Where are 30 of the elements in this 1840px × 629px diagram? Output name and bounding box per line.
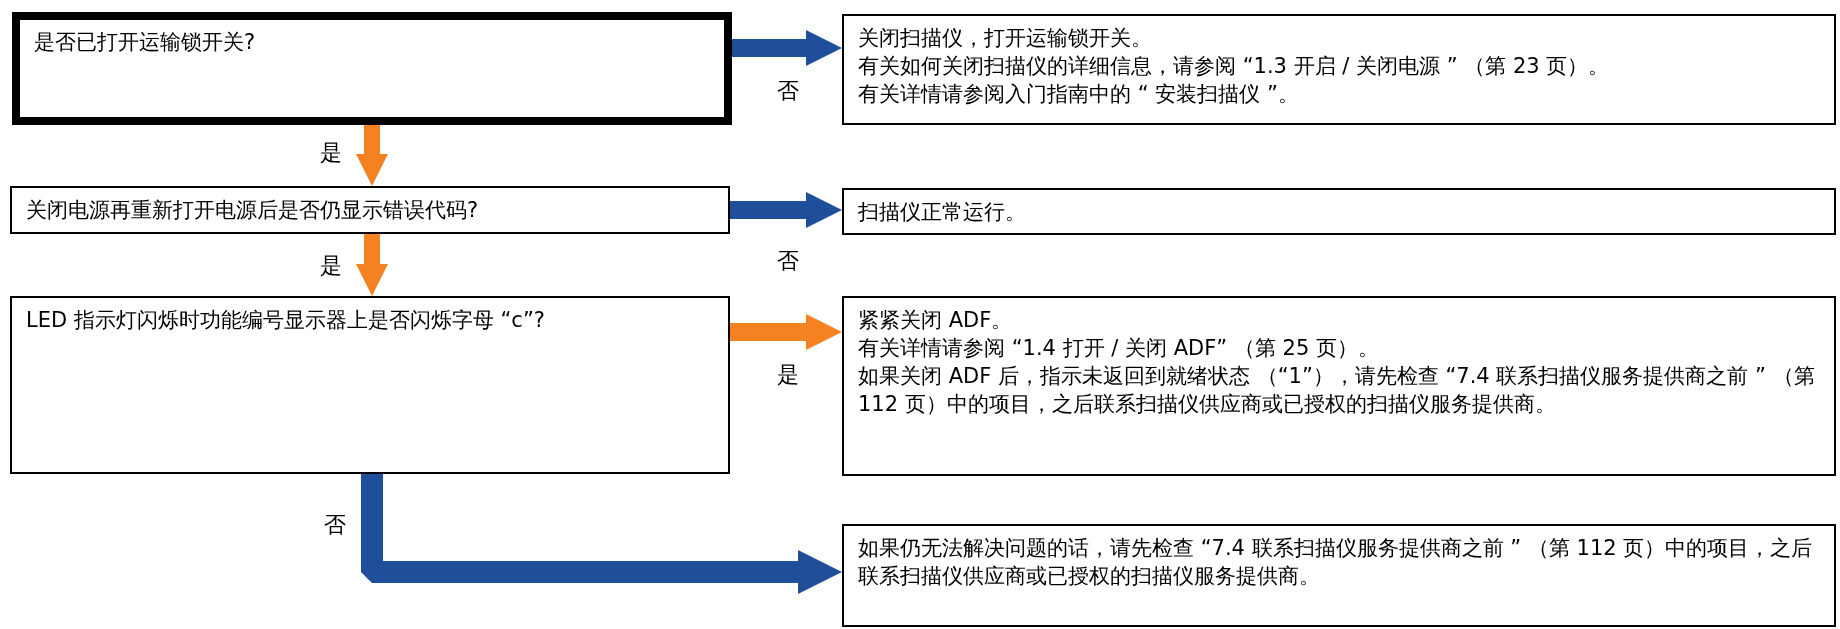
arrow bbox=[730, 192, 842, 228]
node-text: LED 指示灯闪烁时功能编号显示器上是否闪烁字母 “c”? bbox=[26, 307, 546, 334]
edge-label: 否 bbox=[322, 512, 348, 538]
node-text: 如果仍无法解决问题的话，请先检查 “7.4 联系扫描仪服务提供商之前 ” （第 112 页）中的项目，之后联系扫描仪供应商或已授权的扫描仪服务提供商。 bbox=[858, 535, 1814, 590]
process-box bbox=[10, 186, 730, 234]
process-box bbox=[842, 296, 1836, 476]
process-box bbox=[842, 524, 1836, 627]
arrow bbox=[361, 474, 842, 594]
process-box bbox=[12, 12, 732, 125]
arrow bbox=[732, 30, 842, 66]
arrow bbox=[730, 314, 842, 350]
process-box bbox=[842, 188, 1836, 235]
arrow bbox=[356, 234, 388, 296]
node-text: 有关详情请参阅入门指南中的 “ 安装扫描仪 ”。 bbox=[858, 81, 1300, 108]
node-text: 有关详情请参阅 “1.4 打开 / 关闭 ADF” （第 25 页）。 bbox=[858, 335, 1380, 362]
process-box bbox=[10, 296, 730, 474]
node-text: 关闭电源再重新打开电源后是否仍显示错误代码? bbox=[26, 197, 480, 224]
node-text: 紧紧关闭 ADF。 bbox=[858, 307, 1014, 334]
node-text: 是否已打开运输锁开关? bbox=[34, 29, 257, 56]
edge-label: 否 bbox=[775, 78, 801, 104]
node-text: 扫描仪正常运行。 bbox=[858, 199, 1027, 226]
arrow bbox=[356, 125, 388, 186]
node-text: 如果关闭 ADF 后，指示未返回到就绪状态 （“1”），请先检查 “7.4 联系扫描仪服务提供商之前 ” （第 112 页）中的项目，之后联系扫描仪供应商或已授权的扫描仪服务提供商。 bbox=[858, 363, 1816, 418]
node-text: 关闭扫描仪，打开运输锁开关。 bbox=[858, 25, 1153, 52]
edge-label: 否 bbox=[775, 248, 801, 274]
node-text: 有关如何关闭扫描仪的详细信息，请参阅 “1.3 开启 / 关闭电源 ” （第 23 页）。 bbox=[858, 53, 1611, 80]
edge-label: 是 bbox=[318, 140, 344, 166]
process-box bbox=[842, 14, 1836, 125]
edge-label: 是 bbox=[318, 253, 344, 279]
edge-label: 是 bbox=[775, 362, 801, 388]
